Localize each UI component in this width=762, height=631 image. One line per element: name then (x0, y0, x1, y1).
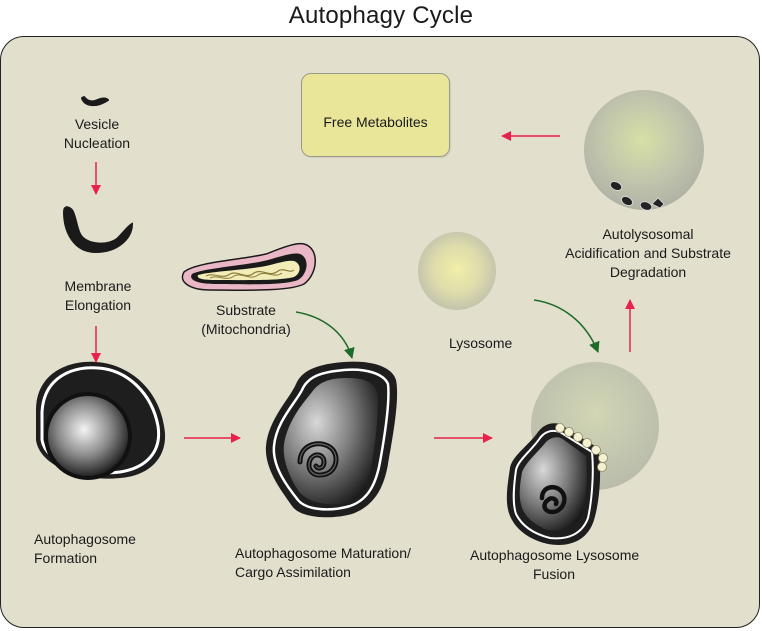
substrate-label: Substrate (Mitochondria) (186, 301, 306, 339)
maturation-line: Cargo Assimilation (235, 564, 351, 580)
substrate-line: (Mitochondria) (201, 321, 291, 337)
arrow-substrate-to-maturation (295, 311, 355, 360)
fusion-icon (506, 362, 659, 545)
degradation-label: Autolysosomal Acidification and Substrat… (552, 225, 744, 282)
autolysosome-icon (584, 90, 704, 211)
vesicle-nucleation-line: Nucleation (63, 135, 131, 151)
fusion-label: Autophagosome Lysosome Fusion (470, 546, 640, 584)
autophagosome-maturation-icon (265, 361, 398, 518)
maturation-line: Autophagosome Maturation/ (235, 545, 411, 561)
vesicle-nucleation-line: Vesicle (74, 116, 120, 132)
mitochondria-icon (181, 242, 316, 291)
degradation-line: Degradation (609, 264, 687, 280)
free-metabolites-box: Free Metabolites (301, 73, 450, 157)
elongation-membrane-icon (62, 206, 134, 254)
autophagosome-formation-line: Autophagosome (34, 531, 136, 547)
autophagosome-formation-icon (36, 361, 166, 480)
membrane-elongation-line: Membrane (64, 278, 132, 294)
fusion-line: Fusion (532, 566, 576, 582)
substrate-line: Substrate (216, 302, 276, 318)
degradation-line: Acidification and Substrate (565, 245, 731, 261)
membrane-elongation-label: Membrane Elongation (56, 277, 140, 315)
diagram-title: Autophagy Cycle (288, 2, 474, 29)
autophagosome-formation-label: Autophagosome Formation (34, 530, 136, 568)
free-metabolites-label: Free Metabolites (323, 114, 428, 130)
fusion-line: Autophagosome Lysosome (470, 547, 640, 563)
maturation-label: Autophagosome Maturation/ Cargo Assimila… (235, 544, 411, 582)
lysosome-icon (418, 232, 496, 310)
arrow-lysosome-to-fusion (533, 299, 600, 354)
vesicle-nucleation-label: Vesicle Nucleation (56, 115, 138, 153)
membrane-elongation-line: Elongation (64, 297, 132, 313)
lysosome-label: Lysosome (449, 335, 513, 351)
autophagosome-formation-line: Formation (34, 550, 98, 566)
degradation-line: Autolysosomal (602, 226, 694, 242)
vesicle-crescent-icon (81, 96, 109, 106)
